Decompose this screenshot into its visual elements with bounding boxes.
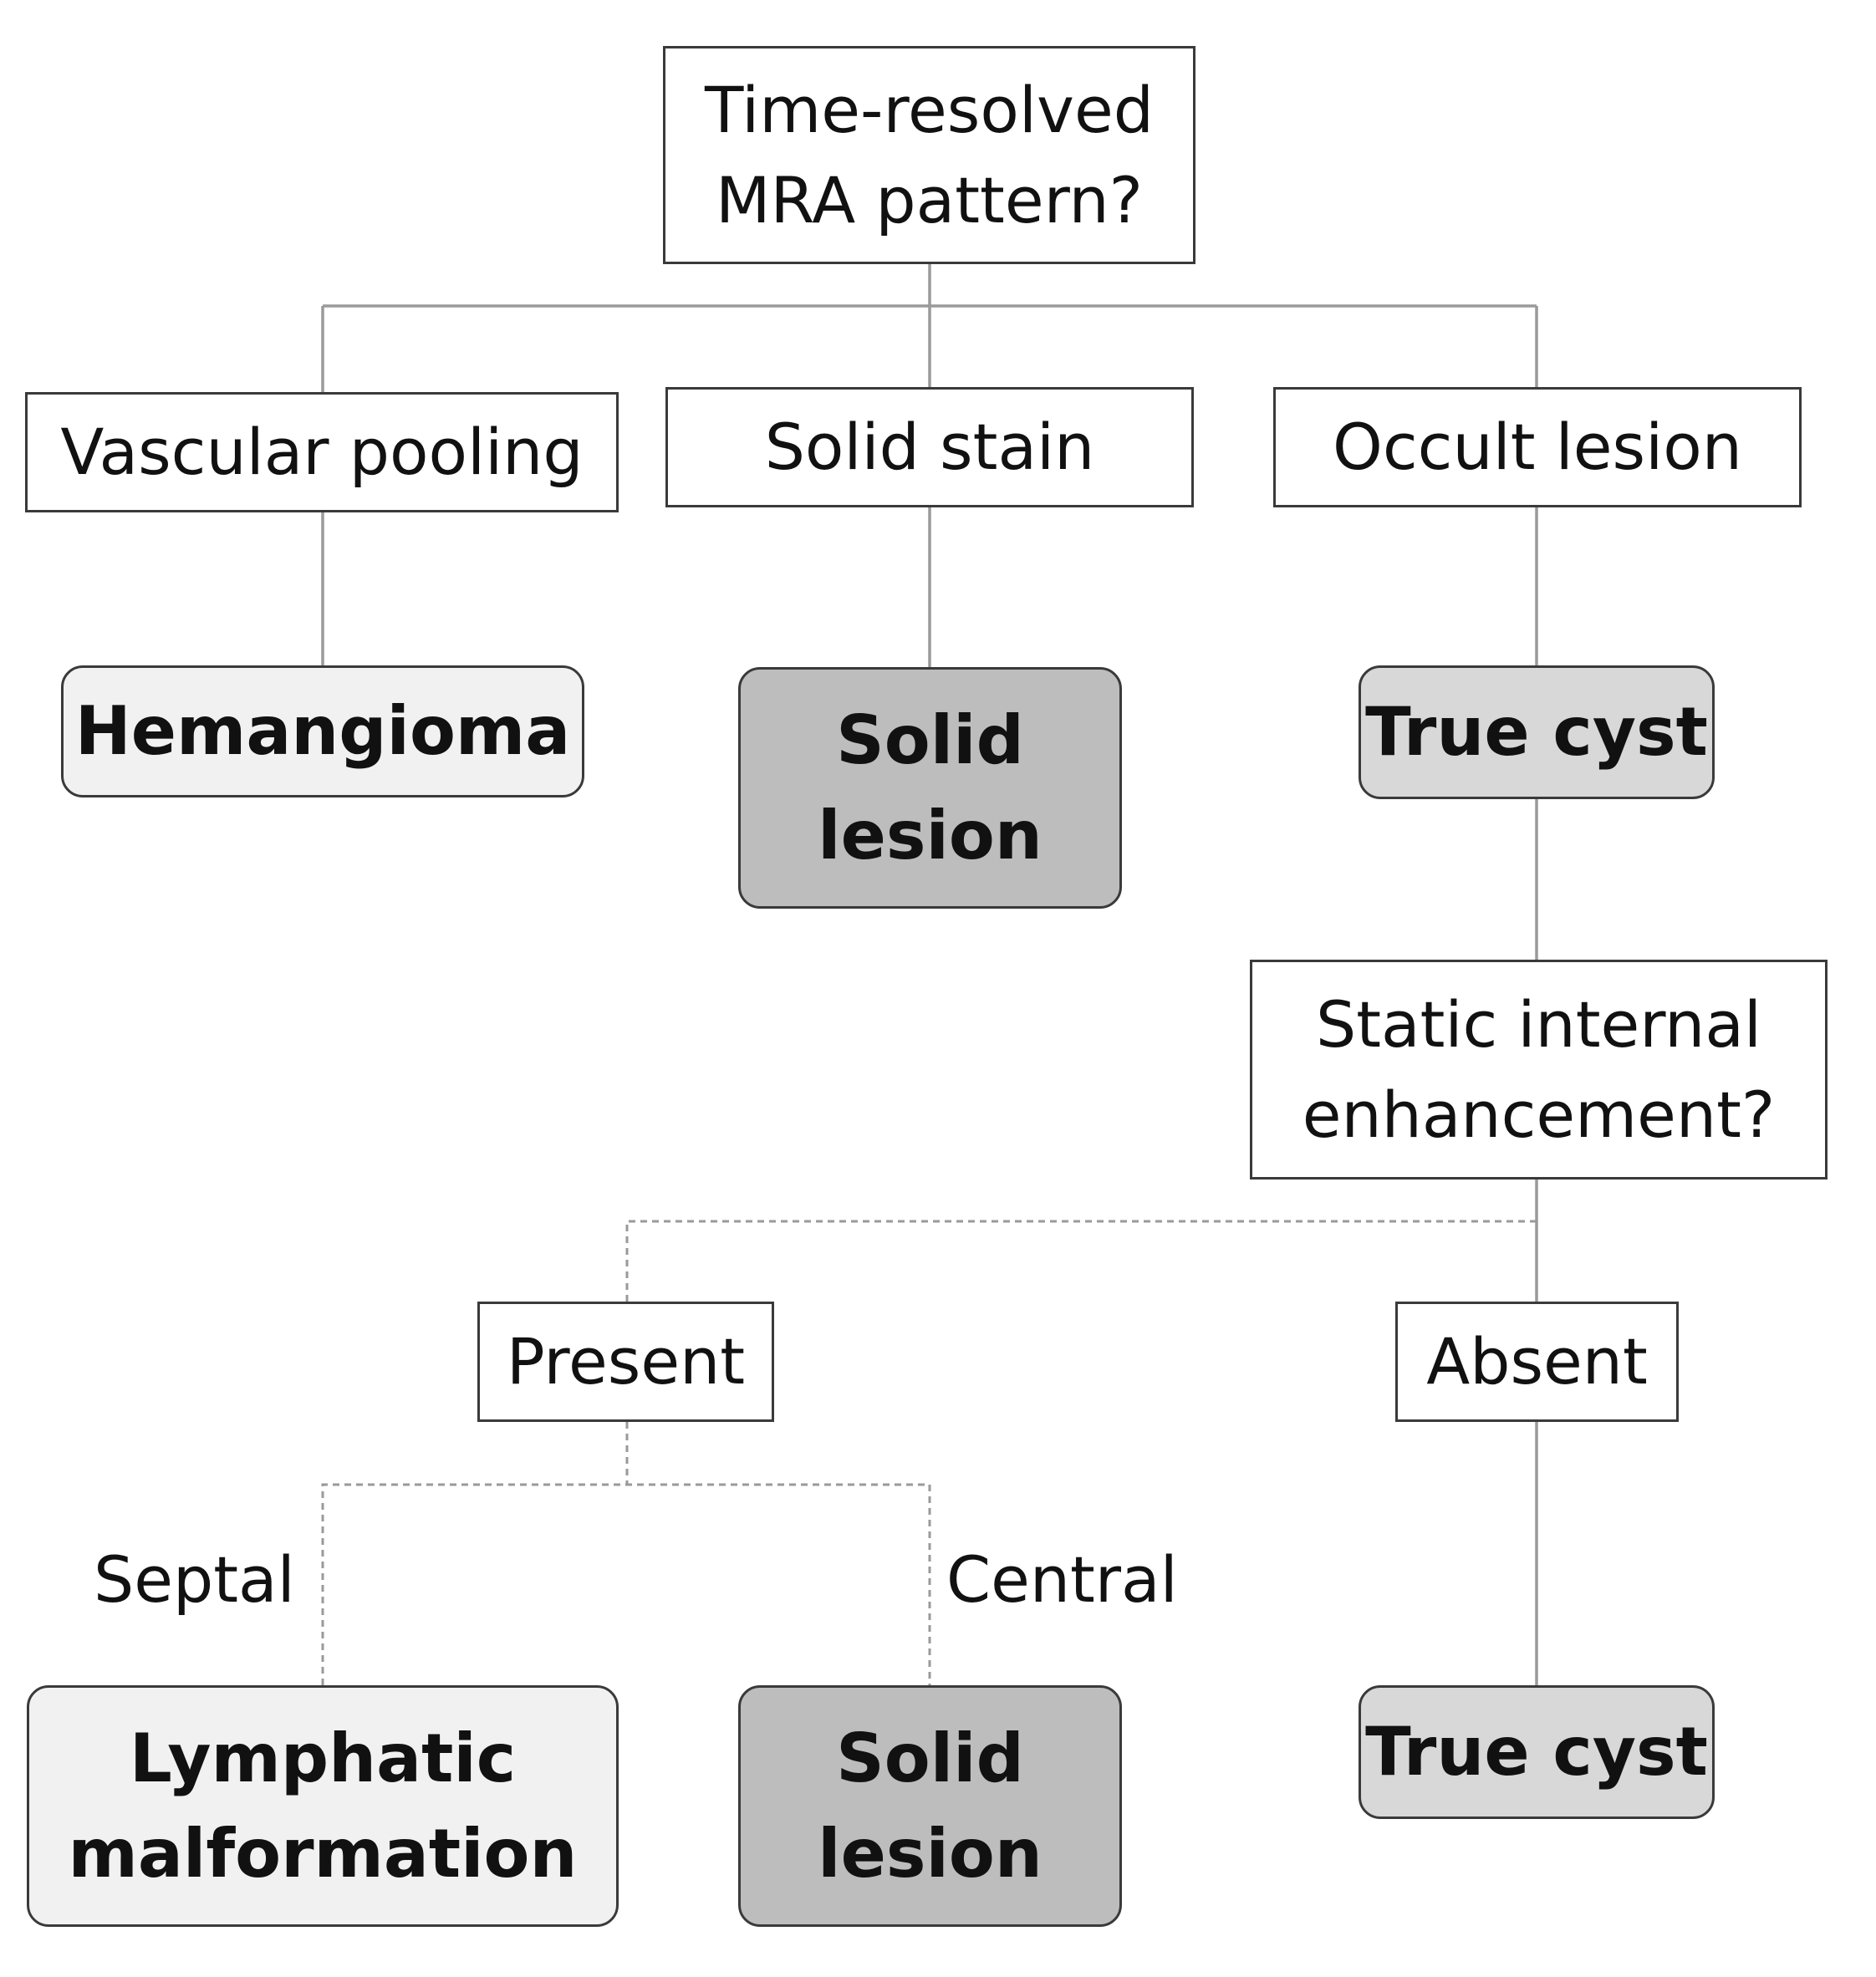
solid-stain-box: Solid stain (665, 387, 1194, 507)
occult-lesion-box: Occult lesion (1273, 387, 1802, 507)
true-cyst-result-box: True cyst (1359, 665, 1715, 799)
lymphatic-malformation-result-box: Lymphatic malformation (27, 1685, 619, 1927)
connector-septal (321, 1483, 931, 1685)
solid-lesion-result-box: Solid lesion (738, 667, 1122, 909)
static-enhancement-question-box: Static internal enhancement? (1250, 960, 1828, 1180)
central-edge-label: Central (946, 1542, 1178, 1617)
hemangioma-result-box: Hemangioma (61, 665, 584, 797)
true-cyst-2-result-box: True cyst (1359, 1685, 1715, 1819)
vascular-pooling-box: Vascular pooling (25, 392, 619, 512)
septal-edge-label: Septal (94, 1542, 295, 1617)
absent-box: Absent (1395, 1302, 1679, 1422)
solid-lesion-2-result-box: Solid lesion (738, 1685, 1122, 1927)
root-question-box: Time-resolved MRA pattern? (663, 46, 1195, 264)
present-box: Present (477, 1302, 774, 1422)
connector-to-present (625, 1220, 1537, 1302)
